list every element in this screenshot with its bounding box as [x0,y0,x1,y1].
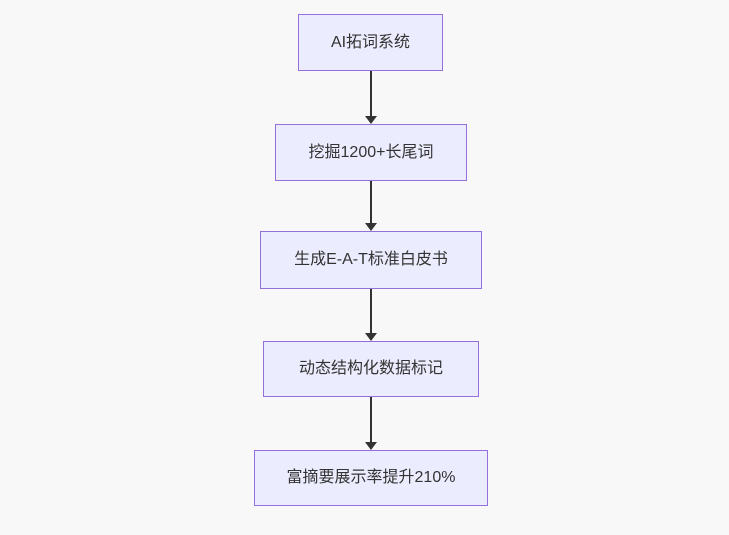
flow-node-ai-keyword-system: AI拓词系统 [298,14,443,71]
arrowhead-down-icon [365,442,377,450]
arrowhead-down-icon [365,116,377,124]
flow-node-rich-snippet-result: 富摘要展示率提升210% [254,450,488,506]
flow-node-longtail-mining: 挖掘1200+长尾词 [275,124,467,181]
arrowhead-down-icon [365,333,377,341]
flow-node-label: 富摘要展示率提升210% [286,469,456,487]
flow-arrow-3 [364,289,378,341]
arrow-line [370,181,372,223]
flow-node-label: 动态结构化数据标记 [298,360,443,378]
flow-arrow-4 [364,397,378,450]
arrow-line [370,71,372,116]
flow-node-label: 挖掘1200+长尾词 [308,143,434,161]
flow-arrow-2 [364,181,378,231]
flow-arrow-1 [364,71,378,124]
arrow-line [370,289,372,333]
flow-node-label: AI拓词系统 [330,33,411,51]
arrowhead-down-icon [365,223,377,231]
flow-node-label: 生成E-A-T标准白皮书 [294,251,448,269]
flow-node-eat-whitepaper: 生成E-A-T标准白皮书 [260,231,482,289]
flow-node-structured-data-markup: 动态结构化数据标记 [263,341,479,397]
arrow-line [370,397,372,442]
